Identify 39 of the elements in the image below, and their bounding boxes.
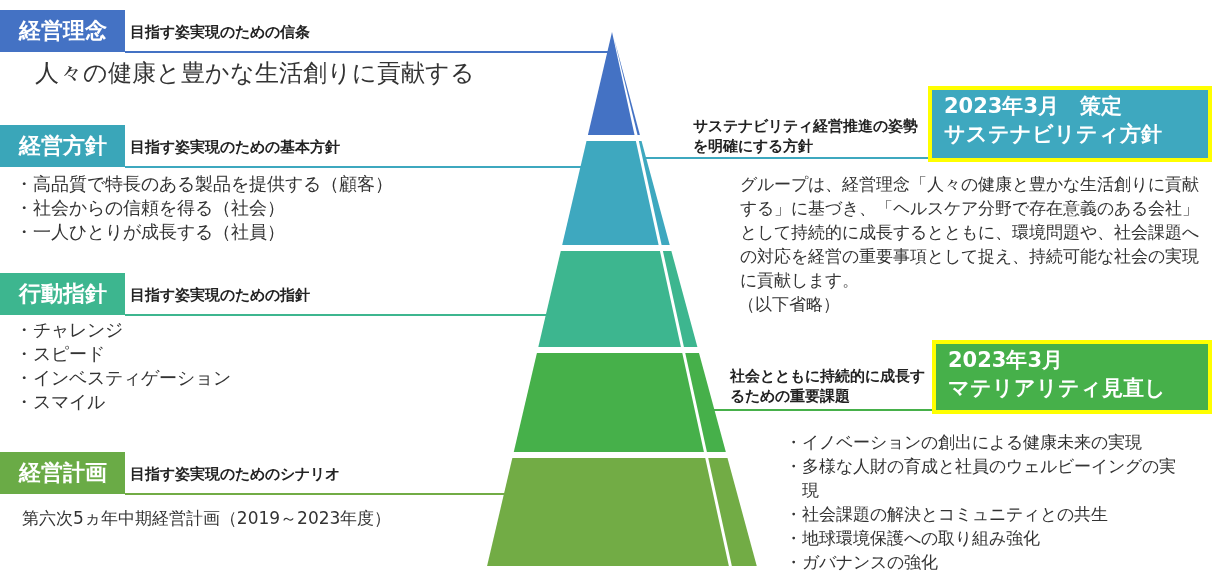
leader-line (124, 166, 584, 168)
leader-line (124, 51, 611, 53)
bullet-item: ・社会課題の解決とコミュニティとの共生 (785, 503, 1109, 526)
leader-line (124, 493, 507, 495)
subtitle-text: 目指す姿実現のための指針 (130, 285, 311, 305)
subtitle-text: 目指す姿実現のための信条 (130, 22, 311, 42)
pyramid-layer (487, 458, 757, 566)
heading-tag: 経営方針 (0, 125, 125, 167)
bullet-item: ・高品質で特長のある製品を提供する（顧客） (15, 172, 394, 196)
note-text: （以下省略） (738, 293, 841, 316)
subtitle-text: 社会とともに持続的に成長するための重要課題 (730, 366, 926, 406)
leader-line (124, 314, 549, 316)
bullet-item: ・インベスティゲーション (15, 366, 232, 390)
pyramid-layer (562, 141, 670, 245)
plan-text: 第六次5ヵ年中期経営計画（2019～2023年度） (22, 507, 393, 530)
heading-tag: 経営計画 (0, 452, 125, 494)
bullet-item: ・スマイル (15, 390, 106, 414)
subtitle-text: 目指す姿実現のためのシナリオ (130, 464, 341, 484)
pyramid-layer (587, 32, 640, 135)
bullet-item: ・ガバナンスの強化 (785, 551, 939, 574)
heading-tag: 経営理念 (0, 10, 125, 52)
bullet-item: ・イノベーションの創出による健康未来の実現 (785, 431, 1143, 454)
policy-paragraph: グループは、経営理念「人々の健康と豊かな生活創りに貢献する」に基づき、「ヘルスケア分野で存在意義のある会社」として持続的に成長するとともに、環境問題や、社会課題への対応を経営の重要事項として捉え、持続可能な社会の実現に貢献します。 (740, 173, 1200, 292)
bullet-item: ・地球環境保護への取り組み強化 (785, 527, 1041, 550)
subtitle-text: 目指す姿実現のための基本方針 (130, 137, 341, 157)
bullet-item: ・スピード (15, 342, 106, 366)
callout-box: 2023年3月 マテリアリティ見直し (932, 340, 1212, 414)
leader-line (711, 409, 933, 411)
bullet-item: ・一人ひとりが成長する（社員） (15, 220, 286, 244)
bullet-item: ・社会からの信頼を得る（社会） (15, 196, 286, 220)
leader-line (643, 157, 929, 159)
main-statement: 人々の健康と豊かな生活創りに貢献する (35, 58, 476, 89)
pyramid-layer (538, 251, 698, 347)
bullet-item: ・多様な人財の育成と社員のウェルビーイングの実現 (785, 455, 1177, 502)
bullet-item: ・チャレンジ (15, 318, 124, 342)
heading-tag: 行動指針 (0, 273, 125, 315)
subtitle-text: サステナビリティ経営推進の姿勢を明確にする方針 (693, 116, 919, 156)
callout-box: 2023年3月 策定 サステナビリティ方針 (928, 86, 1212, 162)
pyramid-layer (513, 353, 726, 452)
